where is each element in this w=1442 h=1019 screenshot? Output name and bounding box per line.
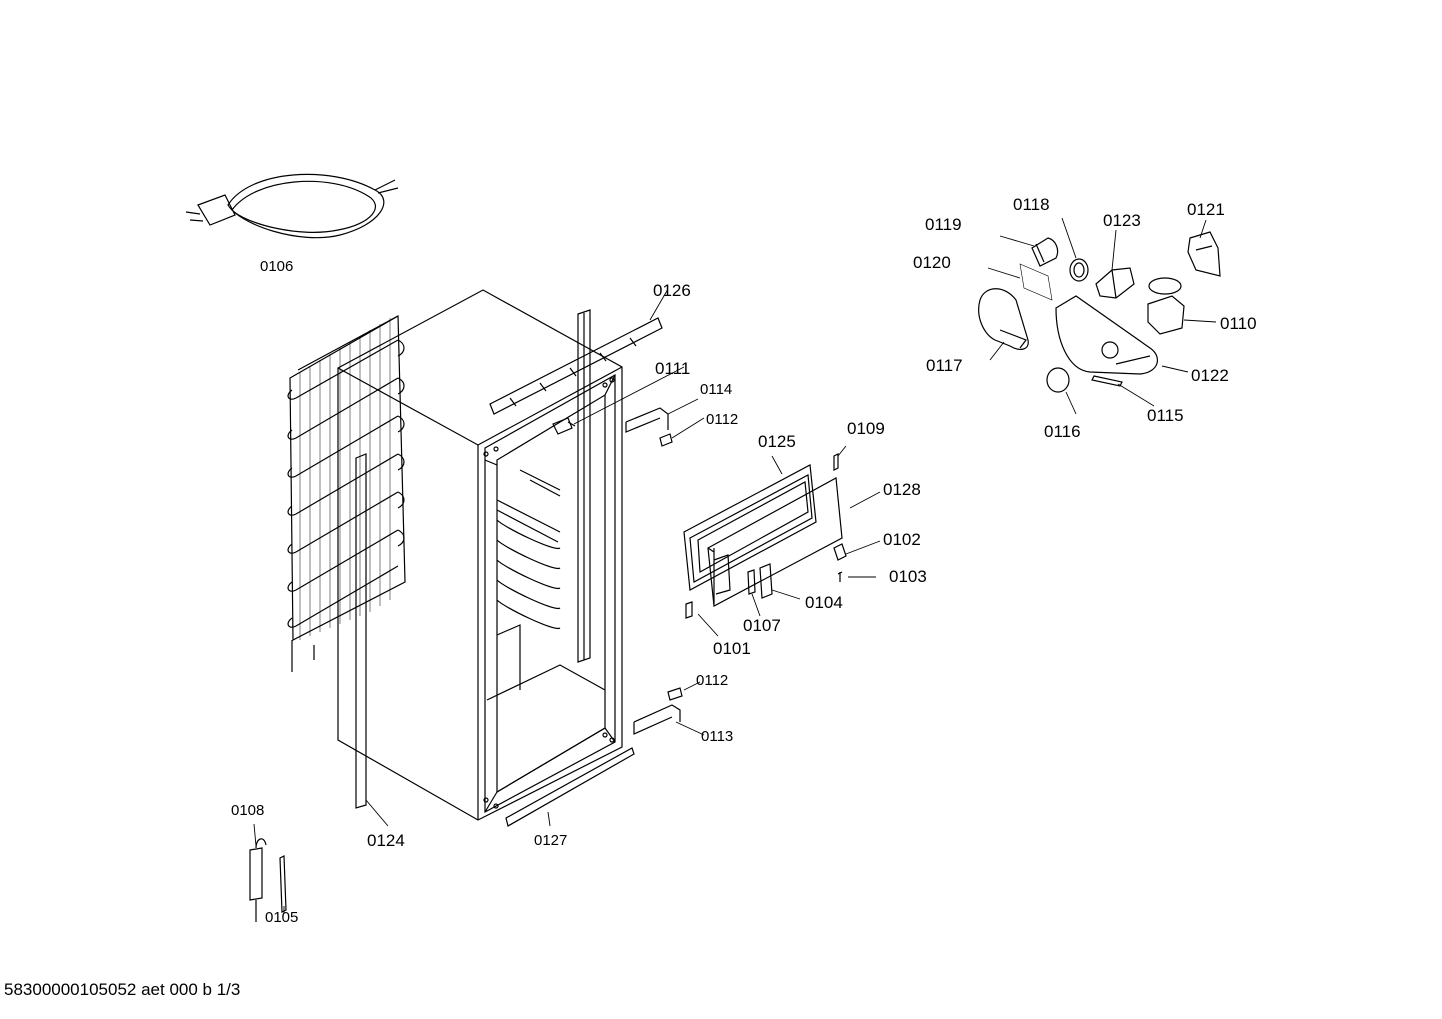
door-frame-part: [683, 464, 817, 591]
thermostat-assembly-part: [978, 231, 1221, 393]
label-0117: 0117: [926, 356, 963, 375]
sensor-part: [552, 417, 576, 435]
label-0109: 0109: [847, 419, 885, 438]
condenser-coil-part: [287, 314, 406, 672]
label-0104: 0104: [805, 593, 843, 612]
label-0106: 0106: [260, 258, 293, 275]
label-0125: 0125: [758, 432, 796, 451]
cabinet-body-part: [337, 289, 623, 821]
label-0122: 0122: [1191, 366, 1229, 385]
label-0110: 0110: [1220, 314, 1257, 333]
label-0116: 0116: [1044, 422, 1081, 441]
bottom-strip-part: [505, 747, 635, 827]
small-fittings-part: [685, 453, 847, 619]
top-bracket-part: [489, 317, 663, 415]
label-0101: 0101: [713, 639, 751, 658]
label-0121: 0121: [1187, 200, 1225, 219]
label-0108: 0108: [231, 802, 264, 819]
label-0102: 0102: [883, 530, 921, 549]
label-0124: 0124: [367, 831, 405, 850]
label-0119: 0119: [925, 215, 962, 234]
label-0123: 0123: [1103, 211, 1141, 230]
label-0103: 0103: [889, 567, 927, 586]
label-0115: 0115: [1147, 406, 1184, 425]
label-0112-upper: 0112: [706, 411, 738, 428]
label-0114: 0114: [700, 381, 732, 398]
vertical-strip-part: [577, 309, 591, 663]
label-0126: 0126: [653, 281, 691, 300]
lower-hinge-part: [633, 687, 683, 735]
label-0111: 0111: [655, 359, 690, 378]
label-0107: 0107: [743, 616, 781, 635]
label-0112-lower: 0112: [696, 672, 728, 689]
power-cord-part: [185, 173, 399, 239]
door-panel-part: [707, 477, 843, 607]
rear-strip-part: [355, 453, 367, 809]
upper-hinge-part: [625, 407, 673, 447]
document-code: 58300000105052 aet 000 b 1/3: [4, 980, 241, 999]
label-0128: 0128: [883, 480, 921, 499]
leader-lines: [253, 217, 1217, 914]
label-0118: 0118: [1013, 195, 1050, 214]
label-0127: 0127: [534, 832, 567, 849]
label-0120: 0120: [913, 253, 951, 272]
label-0105: 0105: [265, 909, 298, 926]
label-0113: 0113: [701, 728, 733, 745]
part-labels: 0106 0126 0111 0114 0112 0125 0109 0128 …: [231, 195, 1257, 926]
